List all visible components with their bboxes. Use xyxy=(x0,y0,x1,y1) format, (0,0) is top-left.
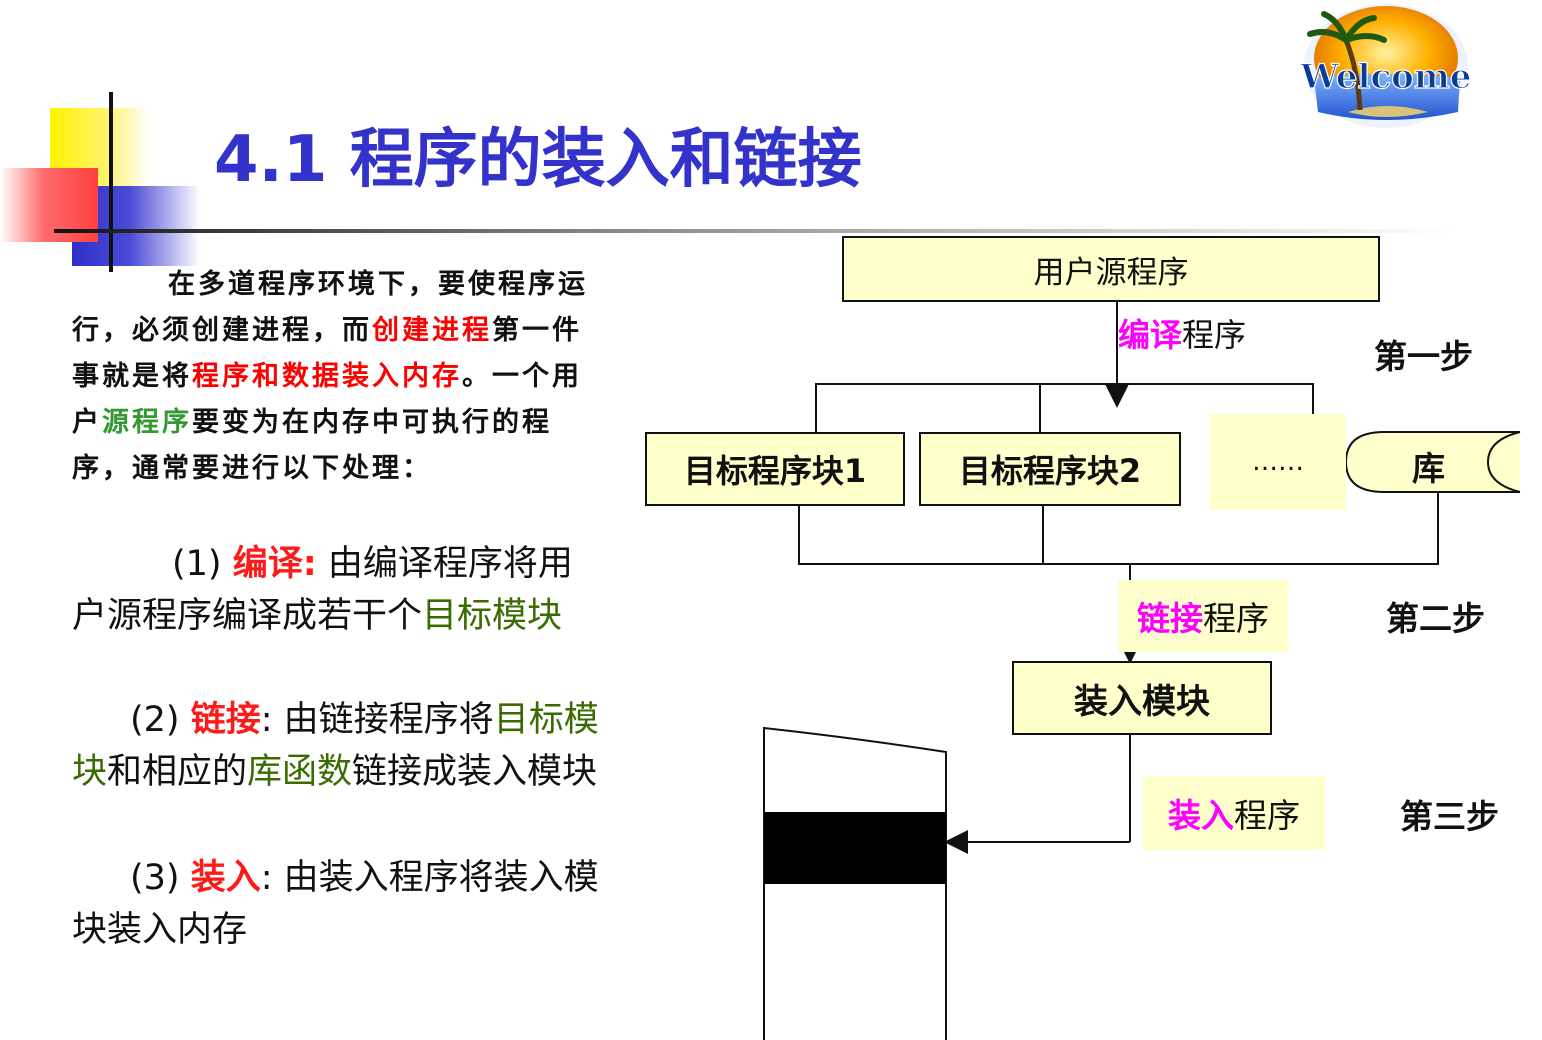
para-seg-4: 。一个用户 xyxy=(72,361,582,438)
loader-label-highlight: 装入 xyxy=(1168,796,1234,835)
object-block-2: 目标程序块2 xyxy=(919,432,1181,506)
loader-label-rest: 程序 xyxy=(1234,796,1300,835)
step-1-green: 目标模块 xyxy=(422,596,563,636)
linker-label-rest: 程序 xyxy=(1203,599,1269,638)
step-2-green1: 目标模块 xyxy=(72,700,599,792)
step-3-pre: 由装入程序将装入模块装入内存 xyxy=(72,858,599,950)
bracket-bottom xyxy=(798,492,1439,565)
para-seg-3: 程序和数据装入内存 xyxy=(192,361,462,392)
bracket-top xyxy=(815,383,1314,432)
step-2-mid: 和相应的 xyxy=(107,752,248,792)
palm-island-sunset-icon: Welcome xyxy=(1299,4,1472,128)
para-seg-6: 要变为在内存中可执行的程序，通常要进行以下处理： xyxy=(72,407,552,484)
step-1-key: 编译: xyxy=(232,544,317,584)
step-2-green2: 库函数 xyxy=(247,752,353,792)
intro-paragraph: 在多道程序环境下，要使程序运行，必须创建进程，而创建进程第一件事就是将程序和数据… xyxy=(72,262,604,492)
step-1-pre: 由编译程序将用户源程序编译成若干个 xyxy=(72,544,573,636)
compiler-label-highlight: 编译 xyxy=(1118,316,1183,354)
para-seg-0: 在多道程序环境下，要使程序运行，必须创建进程，而 xyxy=(72,269,588,346)
memory-loaded-block xyxy=(764,812,946,884)
object-block-1: 目标程序块1 xyxy=(645,432,905,506)
step-1-text: (1) 编译: 由编译程序将用户源程序编译成若干个目标模块 xyxy=(72,538,602,642)
page-title: 4.1 程序的装入和链接 xyxy=(214,123,862,197)
step-1-label: 第一步 xyxy=(1374,337,1473,376)
welcome-logo: Welcome xyxy=(1288,0,1484,140)
para-seg-2: 第一件事就是将 xyxy=(72,315,582,392)
library-drum xyxy=(1344,431,1520,493)
compiler-label-rest: 程序 xyxy=(1182,316,1247,354)
library-label: 库 xyxy=(1412,449,1445,488)
title-underline xyxy=(54,229,1454,233)
para-seg-5: 源程序 xyxy=(102,407,192,438)
step-2-colon: : xyxy=(260,700,273,740)
linker-label: 链接程序 xyxy=(1118,580,1288,652)
step-2-post: 链接成装入模块 xyxy=(352,752,598,792)
step-2-label: 第二步 xyxy=(1386,599,1485,638)
para-seg-1: 创建进程 xyxy=(372,315,492,346)
load-module-box: 装入模块 xyxy=(1012,661,1272,735)
step-1-num: (1) xyxy=(172,544,222,584)
step-2-text: (2) 链接: 由链接程序将目标模块和相应的库函数链接成装入模块 xyxy=(72,694,602,798)
step-3-key: 装入 xyxy=(190,858,261,898)
step-2-pre: 由链接程序将 xyxy=(283,700,494,740)
step-3-label: 第三步 xyxy=(1400,797,1499,836)
compiler-label: 编译程序 xyxy=(1118,310,1246,356)
step-2-key: 链接 xyxy=(190,700,261,740)
linker-label-highlight: 链接 xyxy=(1137,599,1203,638)
welcome-text: Welcome xyxy=(1300,57,1472,97)
source-program-box: 用户源程序 xyxy=(842,236,1380,302)
decor-vertical-line xyxy=(109,92,113,272)
step-3-text: (3) 装入: 由装入程序将装入模块装入内存 xyxy=(72,852,602,956)
loader-label: 装入程序 xyxy=(1143,776,1325,850)
library-drum-curve xyxy=(1486,431,1521,493)
step-3-colon: : xyxy=(260,858,273,898)
step-2-num: (2) xyxy=(130,700,180,740)
object-block-more: …… xyxy=(1210,414,1346,510)
step-3-num: (3) xyxy=(130,858,180,898)
